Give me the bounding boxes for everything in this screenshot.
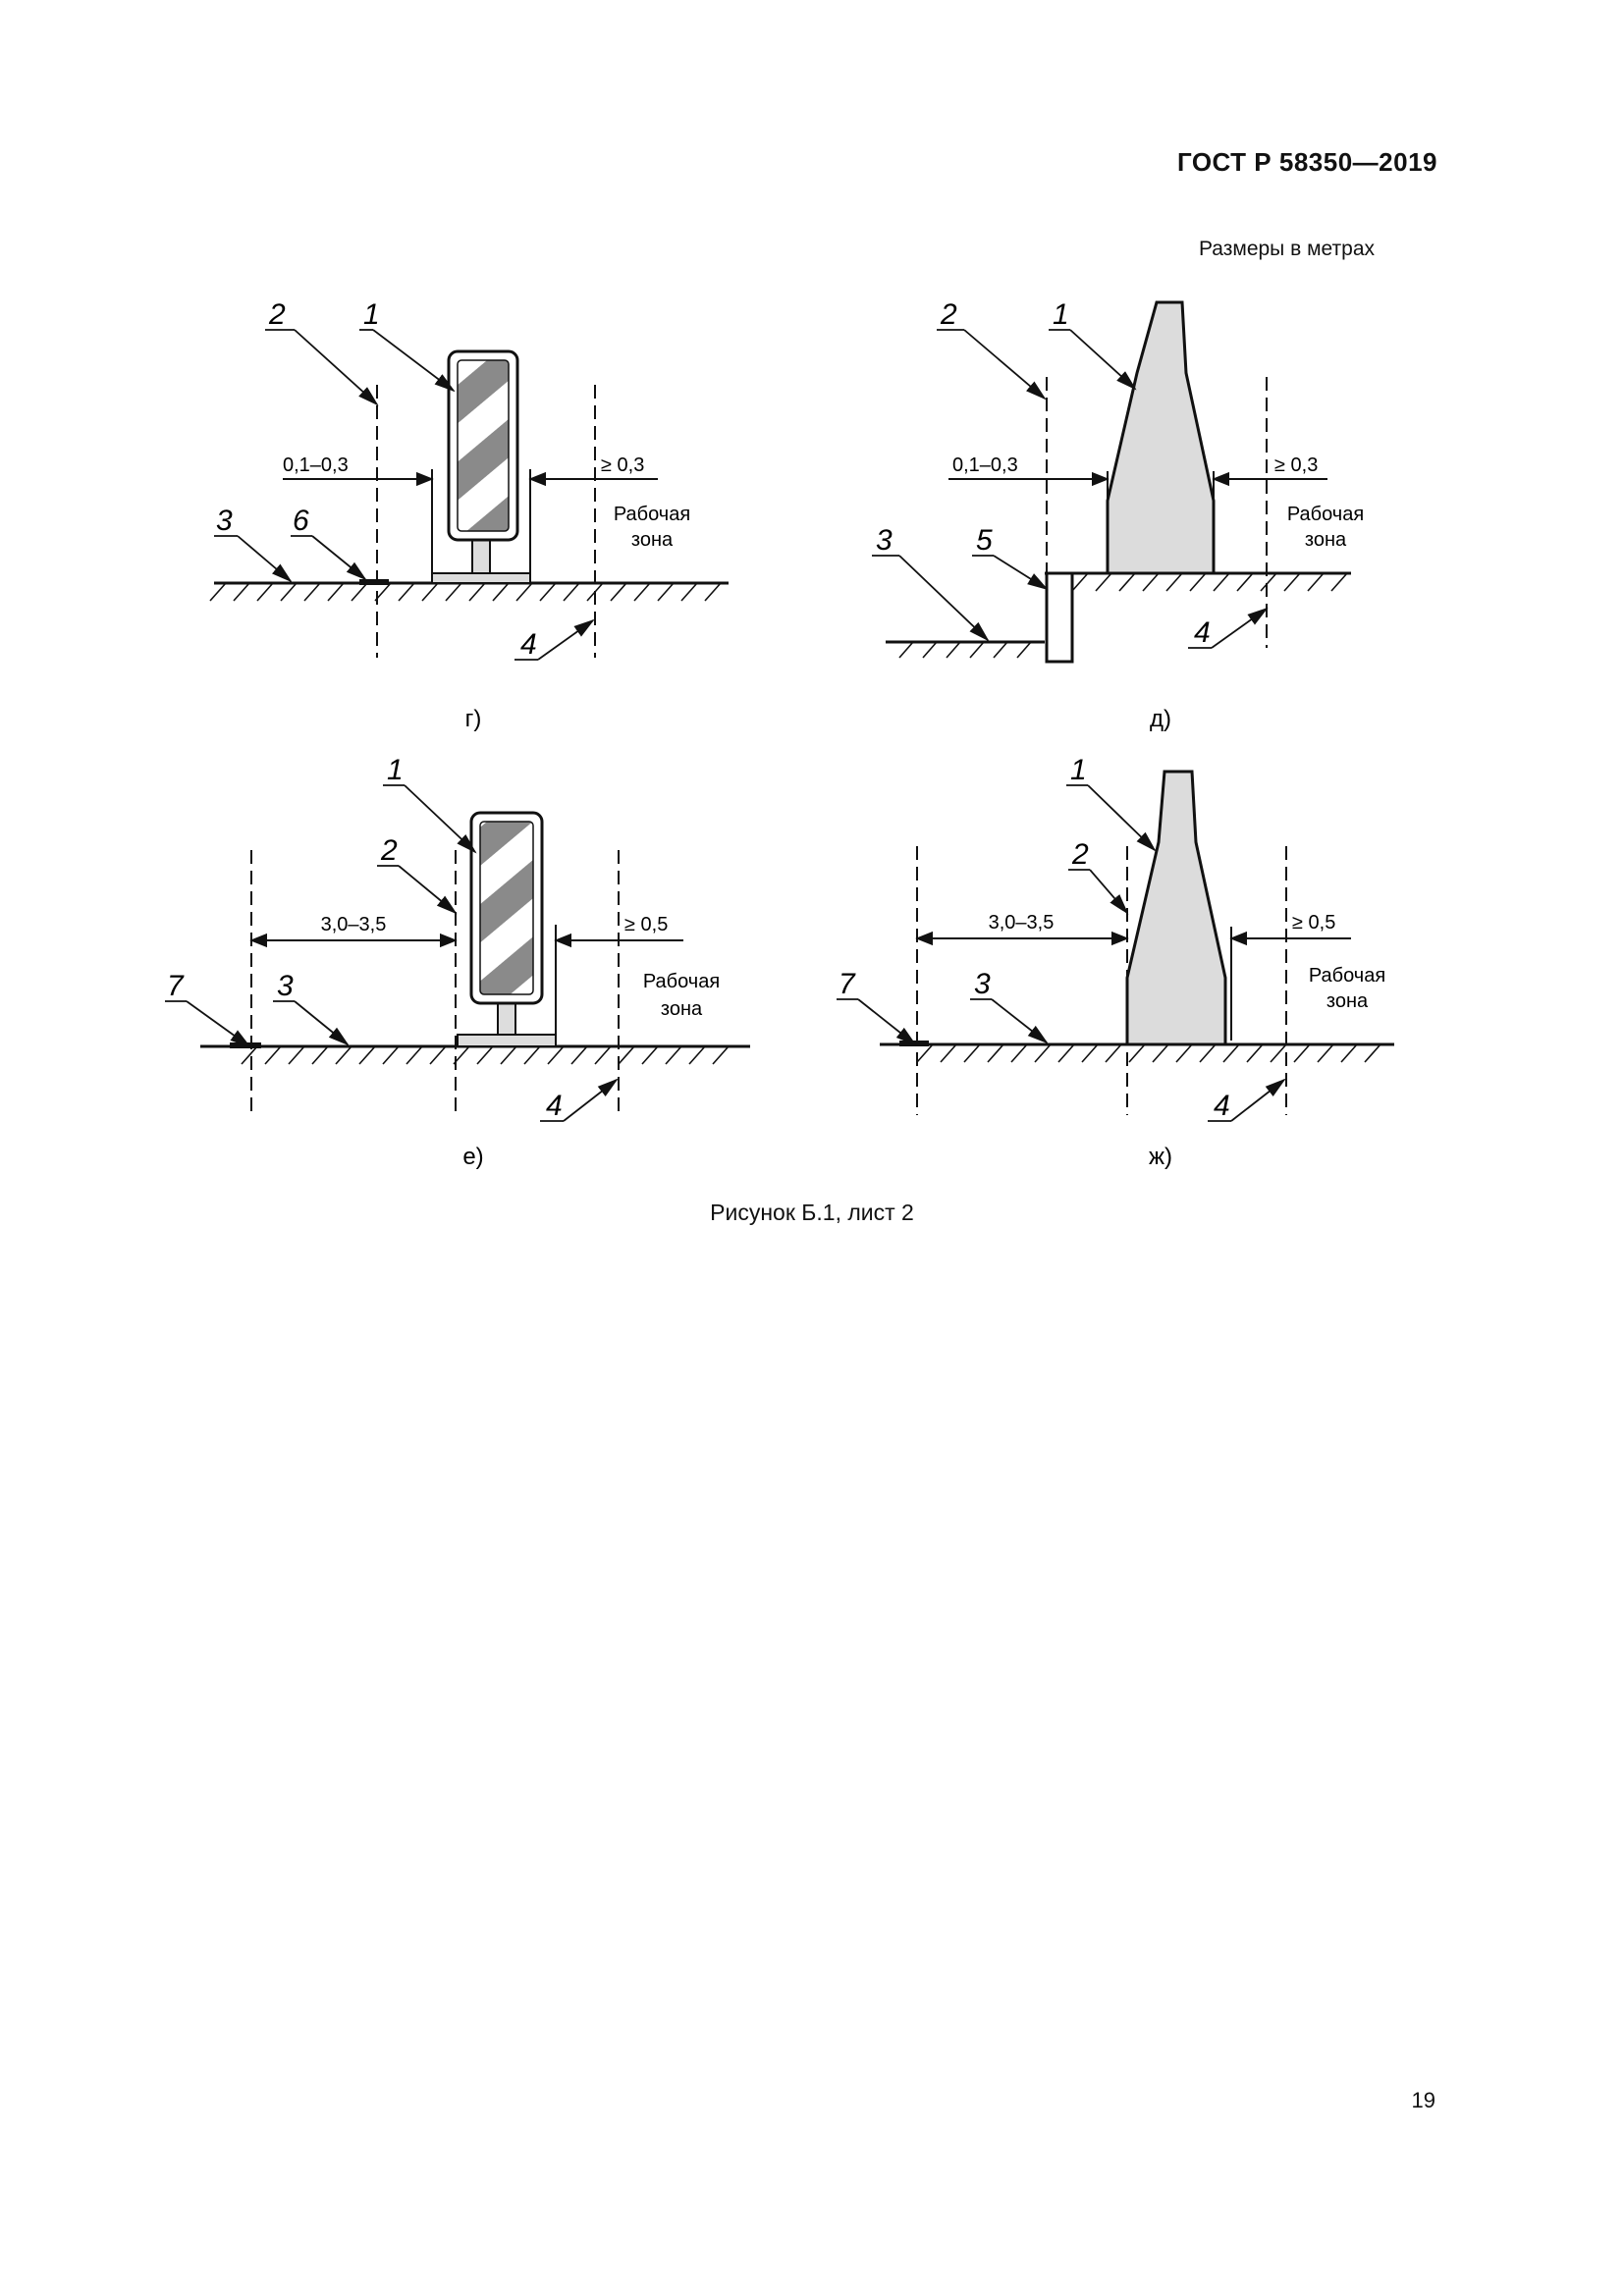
curb-stone [1045, 571, 1074, 664]
leader-label-3: 3 [216, 505, 233, 537]
leader-3 [237, 535, 293, 583]
leader-3 [294, 1000, 350, 1046]
leader-1 [404, 784, 477, 854]
leader-1 [372, 329, 456, 393]
panel-label: д) [1150, 706, 1171, 732]
leader-label-4: 4 [520, 628, 537, 661]
leader-2 [1089, 869, 1129, 915]
leader-label-4: 4 [1194, 616, 1211, 649]
work-zone-label-line2: зона [1326, 990, 1369, 1012]
leader-label-3: 3 [277, 970, 294, 1002]
leader-7 [186, 1000, 251, 1048]
work-zone-label-line1: Рабочая [643, 971, 720, 992]
leader-2 [963, 329, 1047, 400]
leader-3 [991, 998, 1049, 1044]
page-number: 19 [1411, 2088, 1435, 2112]
leader-label-4: 4 [546, 1090, 563, 1122]
leader-5 [993, 555, 1049, 591]
work-zone-label-line1: Рабочая [1287, 504, 1364, 525]
dim-left-label: 3,0–3,5 [321, 914, 387, 935]
leader-2 [398, 865, 458, 915]
ground-hatch-lower [898, 641, 1032, 659]
leader-label-5: 5 [976, 524, 993, 557]
post-base [457, 1034, 557, 1047]
work-zone-label-line2: зона [661, 998, 703, 1020]
leader-6 [311, 535, 367, 581]
dim-right-label: ≥ 0,5 [624, 914, 668, 935]
leader-label-7: 7 [167, 970, 185, 1002]
leader-label-1: 1 [1070, 754, 1087, 786]
post-stripes [479, 821, 534, 995]
panel-label: г) [465, 706, 482, 732]
leader-label-3: 3 [974, 968, 991, 1000]
leader-4 [1211, 607, 1269, 649]
leader-1 [1069, 329, 1137, 391]
post-stripes [457, 359, 510, 532]
leader-label-2: 2 [380, 834, 398, 867]
leader-label-7: 7 [839, 968, 856, 1000]
panel-zh: 3,0–3,5 ≥ 0,5 Рабочая зона 1 2 7 3 4 ж) [837, 754, 1394, 1170]
ground-hatch [241, 1045, 730, 1065]
dim-right-label: ≥ 0,5 [1292, 912, 1335, 934]
post-stand [471, 539, 491, 574]
panel-d: 0,1–0,3 ≥ 0,3 Рабочая зона 2 1 3 5 4 д) [872, 298, 1364, 732]
leader-label-3: 3 [876, 524, 893, 557]
concrete-barrier [1106, 300, 1216, 575]
figure-caption: Рисунок Б.1, лист 2 [710, 1200, 914, 1225]
panel-label: е) [462, 1144, 483, 1170]
leader-label-2: 2 [1071, 838, 1089, 871]
panel-label: ж) [1149, 1144, 1172, 1170]
leader-2 [294, 329, 379, 406]
leader-7 [857, 998, 917, 1046]
dim-left-label: 0,1–0,3 [952, 454, 1018, 476]
leader-4 [563, 1078, 619, 1122]
dim-right-label: ≥ 0,3 [1274, 454, 1318, 476]
ground-hatch [916, 1043, 1381, 1063]
road-marking [359, 579, 389, 585]
work-zone-label-line2: зона [631, 529, 674, 551]
dim-right-label: ≥ 0,3 [601, 454, 644, 476]
panel-e: 3,0–3,5 ≥ 0,5 Рабочая зона 1 2 7 3 4 е) [165, 754, 750, 1170]
concrete-barrier [1125, 770, 1227, 1046]
dim-left-label: 3,0–3,5 [989, 912, 1055, 934]
leader-label-1: 1 [387, 754, 404, 786]
panel-g: 0,1–0,3 ≥ 0,3 Рабочая зона 2 1 3 6 4 г) [209, 298, 729, 732]
post-base [431, 572, 531, 584]
standard-header: ГОСТ Р 58350—2019 [1176, 147, 1437, 177]
work-zone-label-line1: Рабочая [614, 504, 690, 525]
leader-label-1: 1 [1053, 298, 1069, 331]
post-stand [497, 1002, 516, 1036]
leader-4 [1230, 1078, 1286, 1122]
ground-hatch-upper [1071, 572, 1348, 592]
leader-4 [537, 618, 595, 661]
work-zone-label-line2: зона [1305, 529, 1347, 551]
leader-label-4: 4 [1214, 1090, 1230, 1122]
leader-1 [1087, 784, 1157, 852]
leader-label-2: 2 [940, 298, 957, 331]
work-zone-label-line1: Рабочая [1309, 965, 1385, 987]
ground-hatch [209, 582, 722, 602]
leader-label-1: 1 [363, 298, 380, 331]
leader-label-6: 6 [293, 505, 309, 537]
units-note: Размеры в метрах [1199, 238, 1375, 260]
leader-3 [898, 555, 990, 642]
dim-left-label: 0,1–0,3 [283, 454, 349, 476]
leader-label-2: 2 [268, 298, 286, 331]
